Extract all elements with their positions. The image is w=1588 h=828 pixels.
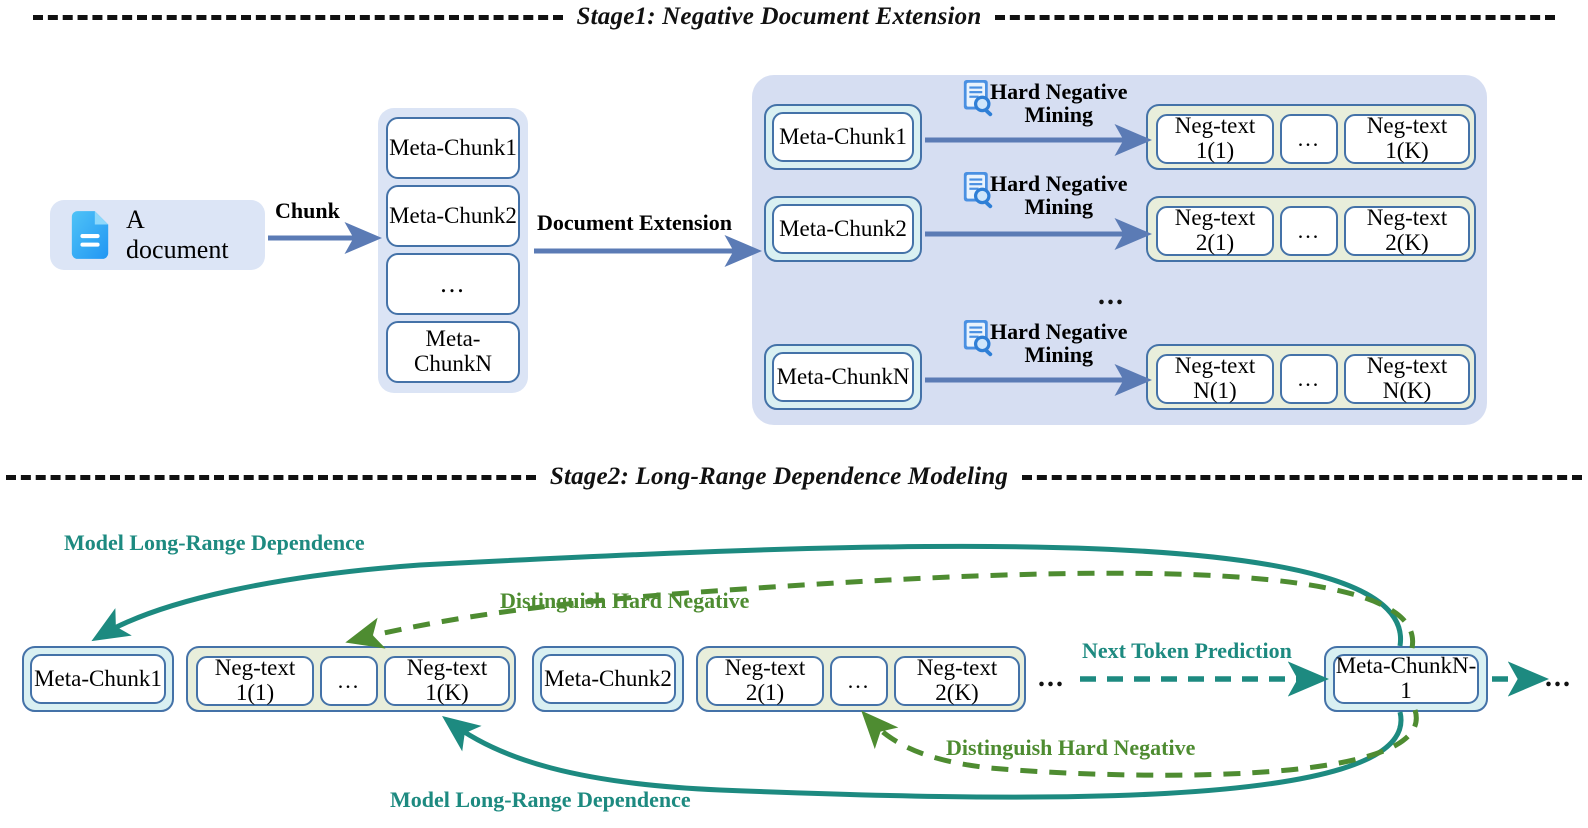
- neg-n-ellipsis-label: ...: [1297, 366, 1321, 392]
- divider2-dash-right: [1022, 474, 1583, 480]
- seq-neg-group-1-wrapper: Neg-text 1(1) ... Neg-text 1(K): [186, 646, 516, 712]
- neg-n-k[interactable]: Neg-text N(K): [1344, 353, 1470, 404]
- seq-neg-1-k[interactable]: Neg-text 1(K): [384, 655, 510, 706]
- seq-neg-2-ellipsis: ...: [830, 656, 888, 706]
- neg-2-1-label: Neg-text 2(1): [1174, 205, 1256, 255]
- stack-chunk-2-label: Meta-Chunk2: [389, 202, 517, 228]
- panel-chunk-n-label: Meta-ChunkN: [776, 363, 910, 389]
- neg-group-1-wrapper: Neg-text 1(1) ... Neg-text 1(K): [1146, 104, 1476, 170]
- neg-2-ellipsis: ...: [1280, 206, 1338, 256]
- neg-2-k[interactable]: Neg-text 2(K): [1344, 205, 1470, 256]
- document-icon: [71, 211, 109, 259]
- seq-neg-2-k[interactable]: Neg-text 2(K): [894, 655, 1020, 706]
- seq-neg-2-k-label: Neg-text 2(K): [916, 655, 998, 705]
- document-extension-arrow-label: Document Extension: [537, 210, 732, 235]
- seq-neg-group-2-wrapper: Neg-text 2(1) ... Neg-text 2(K): [696, 646, 1026, 712]
- seq-neg-2-ellipsis-label: ...: [847, 668, 871, 694]
- seq-chunk-n1[interactable]: Meta-ChunkN-1: [1333, 653, 1479, 704]
- neg-2-1[interactable]: Neg-text 2(1): [1156, 205, 1274, 256]
- seq-chunk-2-label: Meta-Chunk2: [544, 665, 672, 691]
- panel-chunk-2-label: Meta-Chunk2: [779, 215, 907, 241]
- panel-chunk-n[interactable]: Meta-ChunkN: [772, 352, 914, 402]
- seq-neg-2-1[interactable]: Neg-text 2(1): [706, 655, 824, 706]
- seq-chunk-2-wrapper: Meta-Chunk2: [532, 646, 684, 712]
- stage1-title: Stage1: Negative Document Extension: [576, 3, 982, 30]
- neg-1-1[interactable]: Neg-text 1(1): [1156, 113, 1274, 164]
- seq-neg-1-ellipsis: ...: [320, 656, 378, 706]
- panel-chunk-2-wrapper: Meta-Chunk2: [764, 196, 922, 262]
- seq-neg-1-1[interactable]: Neg-text 1(1): [196, 655, 314, 706]
- neg-1-k-label: Neg-text 1(K): [1366, 113, 1448, 163]
- stage1-divider: Stage1: Negative Document Extension: [0, 2, 1588, 32]
- neg-n-1[interactable]: Neg-text N(1): [1156, 353, 1274, 404]
- stack-chunk-2[interactable]: Meta-Chunk2: [386, 185, 520, 247]
- model-long-range-top-label: Model Long-Range Dependence: [64, 530, 365, 555]
- neg-1-k[interactable]: Neg-text 1(K): [1344, 113, 1470, 164]
- stack-chunk-ellipsis: ...: [386, 253, 520, 315]
- neg-n-ellipsis: ...: [1280, 354, 1338, 404]
- divider2-dash-left: [5, 474, 536, 480]
- neg-2-ellipsis-label: ...: [1297, 218, 1321, 244]
- seq-chunk-1-label: Meta-Chunk1: [34, 665, 162, 691]
- seq-chunk-1-wrapper: Meta-Chunk1: [22, 646, 174, 712]
- seq-chunk-n1-wrapper: Meta-ChunkN-1: [1324, 646, 1488, 712]
- seq-chunk-n1-label: Meta-ChunkN-1: [1335, 653, 1477, 703]
- seq-chunk-1[interactable]: Meta-Chunk1: [30, 654, 166, 704]
- distinguish-hard-negative-bottom-label: Distinguish Hard Negative: [946, 735, 1196, 760]
- divider-dash-left: [32, 14, 563, 20]
- stage2-title: Stage2: Long-Range Dependence Modeling: [549, 463, 1009, 490]
- stack-chunk-1[interactable]: Meta-Chunk1: [386, 117, 520, 179]
- neg-1-ellipsis-label: ...: [1297, 126, 1321, 152]
- seq-ellipsis-middle: ...: [1038, 662, 1065, 693]
- neg-2-k-label: Neg-text 2(K): [1366, 205, 1448, 255]
- seq-neg-1-k-label: Neg-text 1(K): [406, 655, 488, 705]
- source-document-label: A document: [126, 205, 229, 264]
- panel-row-ellipsis: ...: [1098, 280, 1125, 311]
- stack-chunk-ellipsis-label: ...: [440, 268, 466, 298]
- neg-1-ellipsis: ...: [1280, 114, 1338, 164]
- panel-chunk-2[interactable]: Meta-Chunk2: [772, 204, 914, 254]
- panel-chunk-1[interactable]: Meta-Chunk1: [772, 112, 914, 162]
- model-long-range-bottom-label: Model Long-Range Dependence: [390, 787, 691, 812]
- panel-chunk-1-label: Meta-Chunk1: [779, 123, 907, 149]
- seq-chunk-2[interactable]: Meta-Chunk2: [540, 654, 676, 704]
- stack-chunk-n[interactable]: Meta-ChunkN: [386, 321, 520, 383]
- stack-chunk-1-label: Meta-Chunk1: [389, 134, 517, 160]
- neg-n-k-label: Neg-text N(K): [1366, 353, 1448, 403]
- distinguish-hard-negative-top-label: Distinguish Hard Negative: [500, 588, 750, 613]
- neg-group-n-wrapper: Neg-text N(1) ... Neg-text N(K): [1146, 344, 1476, 410]
- seq-neg-2-1-label: Neg-text 2(1): [724, 655, 806, 705]
- seq-neg-1-1-label: Neg-text 1(1): [214, 655, 296, 705]
- stack-chunk-n-label: Meta-ChunkN: [414, 326, 492, 376]
- panel-chunk-1-wrapper: Meta-Chunk1: [764, 104, 922, 170]
- seq-ellipsis-end: ...: [1545, 662, 1572, 693]
- model-long-range-bottom-curve: [442, 711, 1404, 800]
- model-long-range-top-curve: [91, 543, 1403, 647]
- neg-group-2-wrapper: Neg-text 2(1) ... Neg-text 2(K): [1146, 196, 1476, 262]
- next-token-prediction-label: Next Token Prediction: [1082, 638, 1292, 663]
- source-document-card[interactable]: A document: [50, 200, 265, 270]
- seq-neg-1-ellipsis-label: ...: [337, 668, 361, 694]
- stage2-divider: Stage2: Long-Range Dependence Modeling: [0, 462, 1588, 492]
- divider-dash-right: [995, 14, 1556, 20]
- panel-chunk-n-wrapper: Meta-ChunkN: [764, 344, 922, 410]
- chunk-arrow-label: Chunk: [275, 198, 340, 223]
- neg-n-1-label: Neg-text N(1): [1174, 353, 1256, 403]
- neg-1-1-label: Neg-text 1(1): [1174, 113, 1256, 163]
